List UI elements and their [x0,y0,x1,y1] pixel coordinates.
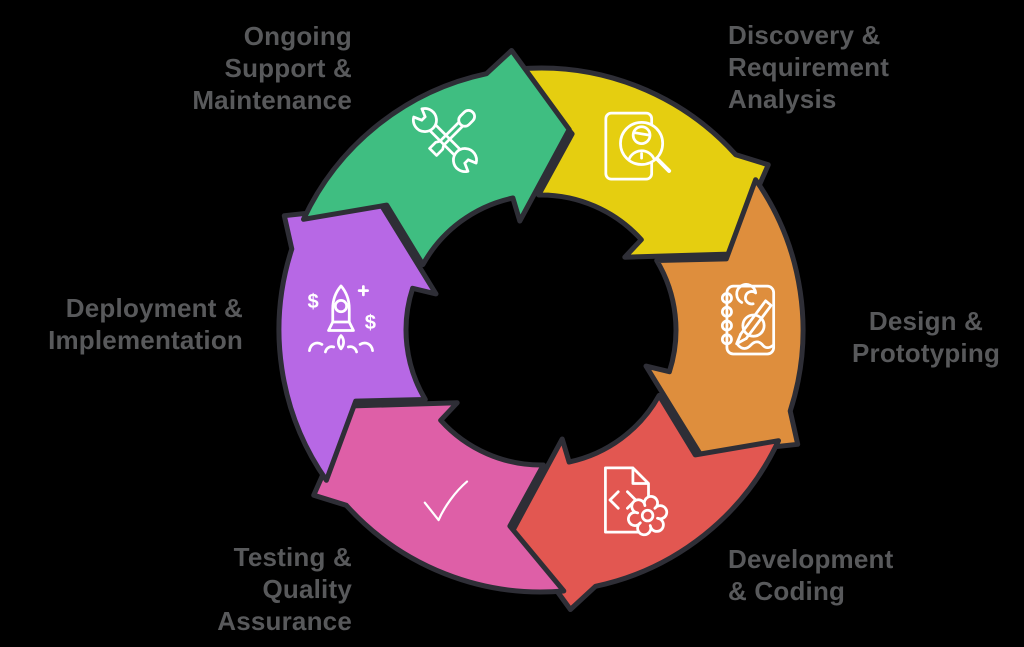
label-development: Development & Coding [728,544,894,606]
label-maintenance: Ongoing Support & Maintenance [192,21,352,115]
code-file-gear-icon [588,456,676,544]
label-deployment: Deployment & Implementation [48,293,243,355]
label-testing: Testing & Quality Assurance [217,542,352,636]
rocket-dollar-icon: $ $ [297,274,385,362]
label-discovery: Discovery & Requirement Analysis [728,20,890,114]
segment-arrow-maintenance [301,48,572,268]
svg-text:$: $ [365,312,376,334]
document-search-user-icon [593,104,681,192]
notebook-pen-icon [704,277,792,365]
svg-text:$: $ [308,291,319,313]
segment-arrow-deployment [276,202,439,483]
segment-arrow-testing [311,400,567,595]
checkmark-icon [401,455,489,543]
wrench-screwdriver-icon [401,96,489,184]
label-design: Design & Prototyping [851,306,1001,368]
